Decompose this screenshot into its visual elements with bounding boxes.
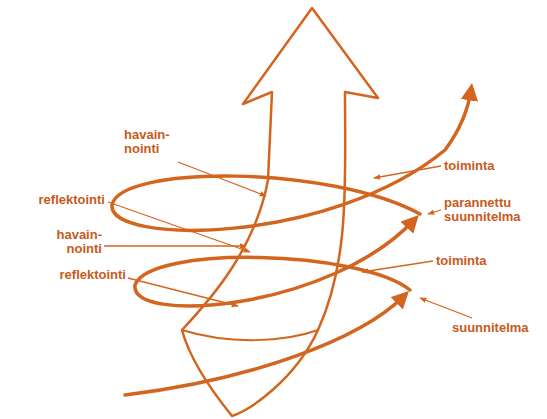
leader-line xyxy=(178,162,266,196)
big-arrow xyxy=(182,8,378,416)
arrow-twist xyxy=(182,330,318,340)
stage-label: toiminta xyxy=(436,254,487,268)
stage-label: havain- nointi xyxy=(124,128,180,155)
stage-label: parannettu suunnitelma xyxy=(444,196,534,223)
spiral-turn xyxy=(112,90,471,230)
stage-label: havain- nointi xyxy=(46,228,102,255)
leader-line xyxy=(374,166,441,178)
leader-line xyxy=(428,210,441,214)
stage-label: reflektointi xyxy=(60,268,126,282)
stage-label: suunnitelma xyxy=(452,321,529,335)
stage-label: reflektointi xyxy=(39,193,105,207)
spiral-turn xyxy=(125,296,404,395)
leader-line xyxy=(128,278,238,306)
leader-line xyxy=(104,245,246,246)
leader-line xyxy=(362,261,433,272)
spiral-turn xyxy=(135,220,414,306)
stage-label: toiminta xyxy=(444,159,495,173)
leader-line xyxy=(420,298,472,318)
leader-line xyxy=(108,202,250,252)
